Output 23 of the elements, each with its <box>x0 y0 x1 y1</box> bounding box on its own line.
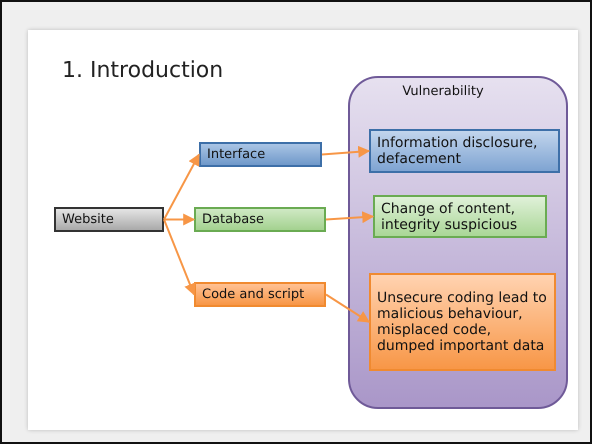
box-label: Website <box>62 212 114 228</box>
container-panel <box>348 76 568 409</box>
process-box <box>194 282 326 307</box>
box-label: Change of content, integrity suspicious <box>381 200 518 232</box>
process-box <box>199 142 322 167</box>
arrow <box>163 219 196 296</box>
slide-title: 1. Introduction <box>62 58 224 83</box>
box-label: Information disclosure, defacement <box>377 135 538 167</box>
arrow <box>325 294 370 323</box>
box-label: Code and script <box>202 286 304 302</box>
website-box <box>54 207 164 232</box>
arrow <box>326 211 374 224</box>
box-label: Interface <box>207 146 266 162</box>
vulnerability-box <box>373 195 547 238</box>
panel-heading: Vulnerability <box>402 84 484 100</box>
process-box <box>194 207 326 232</box>
box-label: Unsecure coding lead to malicious behaviour, misplaced code, dumped important data <box>377 290 548 354</box>
vulnerability-box <box>369 273 556 371</box>
arrow <box>163 153 200 220</box>
arrow <box>164 214 196 226</box>
arrow <box>322 146 370 158</box>
box-label: Database <box>202 212 264 228</box>
vulnerability-box <box>369 129 560 173</box>
